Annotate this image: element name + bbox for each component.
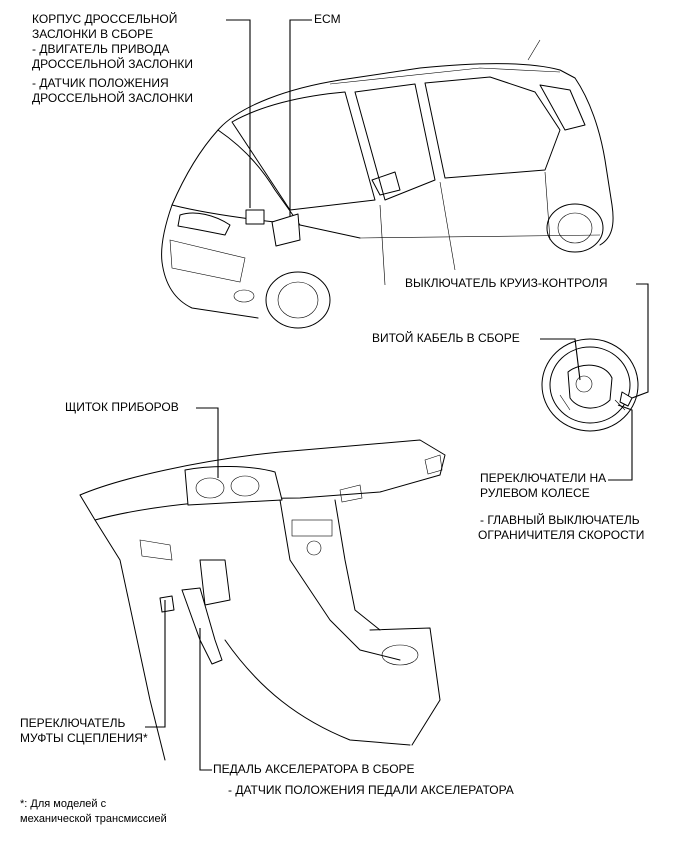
spiral-cable-label: ВИТОЙ КАБЕЛЬ В СБОРЕ [372, 331, 520, 345]
throttle-body-sub1-line2: ДРОССЕЛЬНОЙ ЗАСЛОНКИ [32, 57, 193, 71]
speed-limiter-label: - ГЛАВНЫЙ ВЫКЛЮЧАТЕЛЬ ОГРАНИЧИТЕЛЯ СКОРО… [478, 513, 644, 543]
footnote-line2: механической трансмиссией [20, 813, 167, 825]
steering-wheel-illustration [541, 338, 639, 432]
clutch-switch-line1: ПЕРЕКЛЮЧАТЕЛЬ [20, 716, 126, 730]
clutch-switch-label: ПЕРЕКЛЮЧАТЕЛЬ МУФТЫ СЦЕПЛЕНИЯ* [20, 716, 148, 746]
footnote-line1: *: Для моделей с [20, 798, 107, 810]
throttle-body-title-line2: ЗАСЛОНКИ В СБОРЕ [32, 27, 154, 41]
accel-sensor-label: - ДАТЧИК ПОЛОЖЕНИЯ ПЕДАЛИ АКСЕЛЕРАТОРА [228, 783, 514, 797]
accel-pedal-label: ПЕДАЛЬ АКСЕЛЕРАТОРА В СБОРЕ [213, 762, 415, 776]
combination-meter-label: ЩИТОК ПРИБОРОВ [65, 400, 179, 414]
dashboard-illustration [79, 439, 446, 761]
footnote: *: Для моделей с механической трансмисси… [20, 797, 167, 827]
throttle-body-sub1-line1: - ДВИГАТЕЛЬ ПРИВОДА [32, 42, 170, 56]
ecm-label: ECM [314, 12, 341, 26]
steering-switches-line1: ПЕРЕКЛЮЧАТЕЛИ НА [480, 471, 607, 485]
speed-limiter-line2: ОГРАНИЧИТЕЛЯ СКОРОСТИ [478, 528, 645, 542]
throttle-body-label: КОРПУС ДРОССЕЛЬНОЙ ЗАСЛОНКИ В СБОРЕ - ДВ… [32, 12, 193, 106]
steering-switches-label: ПЕРЕКЛЮЧАТЕЛИ НА РУЛЕВОМ КОЛЕСЕ [480, 471, 606, 501]
throttle-body-sub2-line1: - ДАТЧИК ПОЛОЖЕНИЯ [32, 76, 169, 90]
car-illustration [161, 39, 614, 329]
steering-switches-line2: РУЛЕВОМ КОЛЕСЕ [480, 486, 590, 500]
clutch-switch-line2: МУФТЫ СЦЕПЛЕНИЯ* [20, 731, 148, 745]
throttle-body-sub2-line2: ДРОССЕЛЬНОЙ ЗАСЛОНКИ [32, 91, 193, 105]
throttle-body-title-line1: КОРПУС ДРОССЕЛЬНОЙ [32, 12, 178, 26]
speed-limiter-line1: - ГЛАВНЫЙ ВЫКЛЮЧАТЕЛЬ [480, 513, 640, 527]
cruise-switch-label: ВЫКЛЮЧАТЕЛЬ КРУИЗ-КОНТРОЛЯ [405, 276, 608, 290]
